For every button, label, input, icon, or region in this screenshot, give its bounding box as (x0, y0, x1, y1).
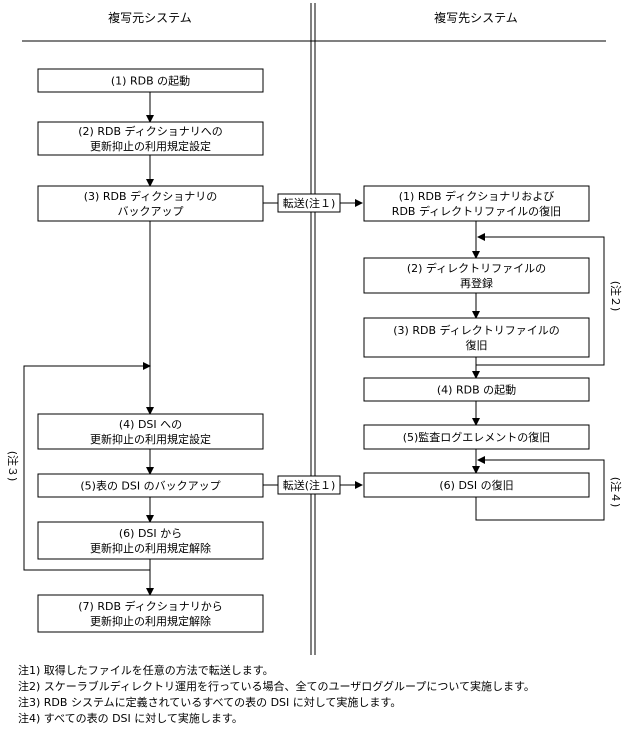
target-step-label: (3) RDB ディレクトリファイルの (393, 323, 559, 337)
source-step-label: 更新抑止の利用規定設定 (90, 139, 211, 153)
footnote-1: 注1) 取得したファイルを任意の方法で転送します。 (18, 664, 274, 677)
source-step-box (37, 413, 264, 450)
transfer-label-2: 転送(注１) (283, 478, 336, 492)
column-title-target: 複写先システム (434, 10, 518, 25)
source-step-label: 更新抑止の利用規定解除 (90, 614, 211, 628)
footnote-2: 注2) スケーラブルディレクトリ運用を行っている場合、全てのユーザロググループに… (18, 680, 535, 693)
source-step-box (37, 594, 264, 633)
target-step-label: (2) ディレクトリファイルの (407, 261, 546, 275)
column-title-source: 複写元システム (108, 10, 192, 25)
target-step-5: (5)監査ログエレメントの復旧 (363, 424, 590, 450)
transfer-arrow-1: 転送(注１) (263, 193, 363, 213)
source-step-1: (1) RDB の起動 (37, 68, 264, 93)
target-step-box (363, 472, 590, 498)
target-step-4: (4) RDB の起動 (363, 377, 590, 402)
source-step-label: (7) RDB ディクショナリから (78, 599, 222, 613)
source-step-label: (3) RDB ディクショナリの (84, 189, 217, 203)
footnote-3: 注3) RDB システムに定義されているすべての表の DSI に対して実施します… (18, 696, 402, 709)
target-step-label: (5)監査ログエレメントの復旧 (403, 430, 551, 444)
source-step-label: 更新抑止の利用規定設定 (90, 432, 211, 446)
source-step-label: (2) RDB ディクショナリへの (78, 124, 222, 138)
target-step-label: 復旧 (466, 339, 488, 352)
target-step-label: RDB ディレクトリファイルの復旧 (392, 204, 561, 218)
loop-label-note2: (注２) (609, 281, 623, 312)
transfer-label-1: 転送(注１) (283, 196, 336, 210)
source-step-box (37, 185, 264, 222)
source-step-label: 更新抑止の利用規定解除 (90, 541, 211, 555)
transfer-arrow-2: 転送(注１) (263, 475, 363, 495)
target-step-label: (4) RDB の起動 (437, 383, 516, 397)
source-steps: (1) RDB の起動(2) RDB ディクショナリへの更新抑止の利用規定設定(… (37, 68, 264, 633)
target-step-3: (3) RDB ディレクトリファイルの復旧 (363, 317, 590, 358)
target-step-box (363, 257, 590, 294)
target-step-6: (6) DSI の復旧 (363, 472, 590, 498)
target-step-label: (1) RDB ディクショナリおよび (399, 189, 554, 203)
source-step-label: (1) RDB の起動 (111, 74, 190, 88)
right-connectors (472, 221, 605, 521)
source-step-label: (5)表の DSI のバックアップ (80, 479, 220, 493)
target-step-box (363, 185, 590, 222)
loop-label-note3: (注３) (6, 451, 20, 482)
source-step-5: (5)表の DSI のバックアップ (37, 473, 264, 498)
target-step-label: 再登録 (460, 276, 493, 290)
source-step-box (37, 68, 264, 93)
source-step-label: バックアップ (118, 205, 184, 218)
source-step-box (37, 521, 264, 560)
target-step-box (363, 317, 590, 358)
target-step-box (363, 377, 590, 402)
loop-label-note4: (注４) (609, 477, 623, 508)
source-step-box (37, 473, 264, 498)
source-step-box (37, 121, 264, 156)
source-step-label: (4) DSI への (119, 418, 182, 431)
target-step-label: (6) DSI の復旧 (439, 479, 513, 492)
source-step-label: (6) DSI から (119, 527, 182, 540)
left-connectors (23, 92, 154, 596)
footnotes: 注1) 取得したファイルを任意の方法で転送します。 注2) スケーラブルディレク… (18, 663, 618, 727)
footnote-4: 注4) すべての表の DSI に対して実施します。 (18, 712, 243, 725)
target-step-box (363, 424, 590, 450)
